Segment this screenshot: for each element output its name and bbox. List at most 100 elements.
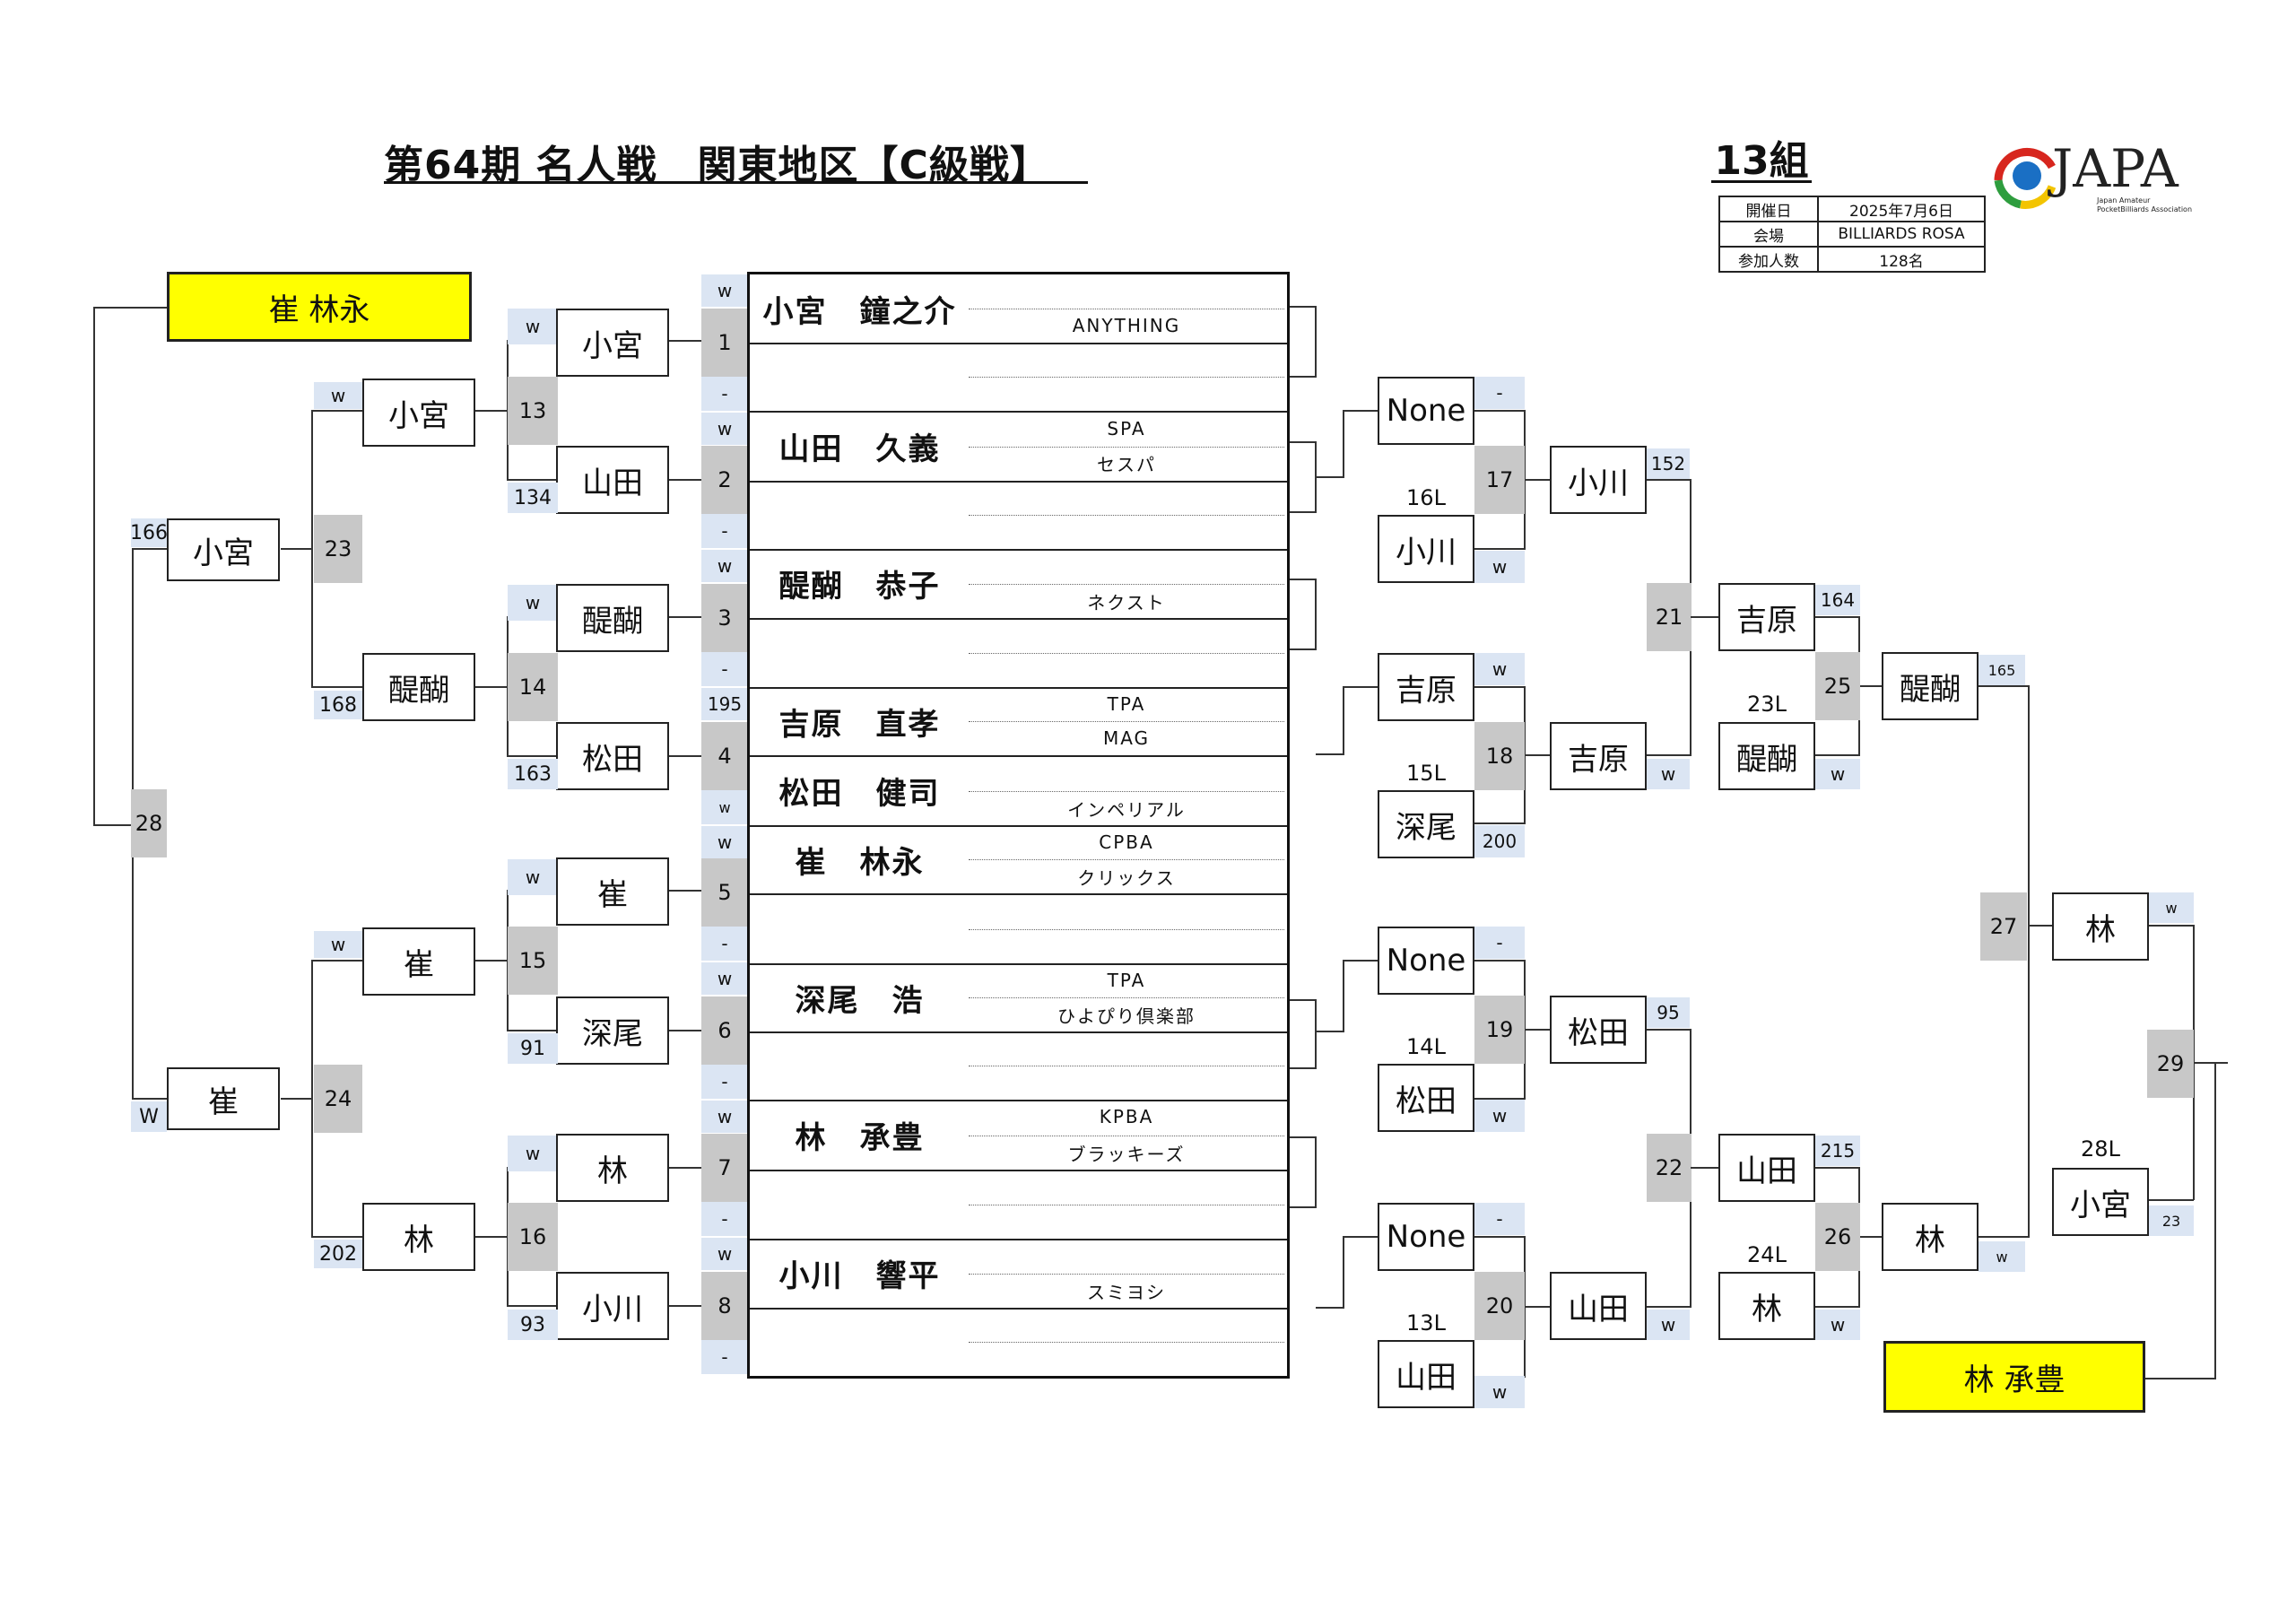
score-cell: W [131,1101,167,1132]
match-number: 28 [131,789,167,857]
seed-number: 6 [701,996,748,1065]
player-box: 崔 [167,1067,280,1130]
info-value: BILLIARDS ROSA [1817,221,1986,248]
player-box: 深尾 [1378,790,1474,858]
seed-score: w [701,962,748,995]
score-cell: 23 [2149,1205,2194,1236]
match-number: 19 [1474,996,1525,1064]
entry-name: 山田 久義 [778,431,941,467]
score-cell: w [1647,1310,1690,1340]
seed-score: w [701,413,748,445]
seed-score: - [701,1065,748,1099]
champion-left: 崔 林永 [167,272,472,342]
score-cell: - [1474,377,1525,409]
seed-score: w [701,274,748,307]
seed-score: - [701,1340,748,1374]
match-number: 27 [1980,892,2027,961]
score-cell: 134 [508,483,558,513]
loser-tag: 15L [1406,761,1446,786]
match-number: 17 [1474,446,1525,514]
seed-score: 195 [701,688,748,720]
seed-number: 8 [701,1272,748,1340]
match-number: 14 [508,653,558,721]
info-label: 参加人数 [1718,246,1819,273]
info-label: 会場 [1718,221,1819,248]
seed-score: - [701,377,748,411]
seed-number: 5 [701,858,748,927]
player-box: None [1378,927,1474,995]
seed-score: - [701,927,748,961]
match-number: 16 [508,1203,558,1271]
entry-club: TPA [1107,693,1146,715]
entry-club: クリックス [1077,866,1176,889]
seed-number: 7 [701,1134,748,1202]
score-cell: w [1474,653,1525,685]
player-box: 松田 [1378,1064,1474,1132]
player-box: 醍醐 [1718,722,1815,790]
entry-club: KPBA [1099,1106,1154,1127]
player-box: None [1378,377,1474,445]
entry-club: ひよぴり倶楽部 [1057,1005,1196,1027]
player-box: 林 [556,1134,669,1202]
logo-subtitle-2: PocketBilliards Association [2097,205,2192,213]
seed-number: 3 [701,584,748,652]
player-box: 醍醐 [362,653,475,721]
score-cell: - [1474,927,1525,959]
loser-tag: 24L [1747,1242,1787,1267]
seed-number: 1 [701,309,748,377]
match-number: 24 [314,1065,362,1133]
player-box: 松田 [1550,996,1647,1064]
info-value: 128名 [1817,246,1986,273]
score-cell: w [508,309,558,344]
score-cell: 93 [508,1310,558,1340]
player-box: 林 [362,1203,475,1271]
player-box: 林 [1882,1203,1979,1271]
player-box: 林 [2052,892,2149,961]
player-box: 山田 [556,446,669,514]
page-title: 第64期 名人戦 関東地区【C級戦】 [384,133,1088,188]
player-box: 小宮 [167,518,280,581]
score-cell: w [508,585,558,621]
score-cell: w [1474,551,1525,583]
info-label: 開催日 [1718,196,1819,222]
seed-score: w [701,1238,748,1270]
score-cell: 200 [1474,825,1525,857]
entry-name: 小川 響平 [778,1258,941,1294]
seed-score: w [701,1101,748,1133]
seed-score: - [701,514,748,548]
match-number: 13 [508,377,558,445]
player-box: 小宮 [2052,1168,2149,1236]
entry-name: 崔 林永 [795,844,925,881]
entry-club: インペリアル [1067,798,1186,821]
player-box: None [1378,1203,1474,1271]
score-cell: 166 [130,518,168,547]
score-cell: w [1647,759,1690,789]
entry-club: セスパ [1097,453,1156,475]
player-box: 深尾 [556,996,669,1065]
match-number: 25 [1815,652,1860,720]
seed-number: 2 [701,446,748,514]
japa-logo: JAPA Japan Amateur PocketBilliards Assoc… [1994,138,2192,213]
score-cell: w [508,1136,558,1171]
score-cell: 168 [314,691,362,719]
score-cell: - [1474,1203,1525,1235]
match-number: 21 [1647,583,1692,651]
entry-club: ブラッキーズ [1067,1143,1186,1165]
score-cell: w [1815,759,1860,789]
score-cell: 165 [1979,655,2025,685]
entry-club: CPBA [1099,831,1154,853]
player-box: 松田 [556,722,669,790]
player-box: 山田 [1550,1272,1647,1340]
entry-club: SPA [1107,418,1146,439]
entry-club: スミヨシ [1087,1281,1166,1303]
player-box: 醍醐 [1882,652,1979,720]
player-box: 小宮 [362,379,475,447]
player-box: 小宮 [556,309,669,377]
entry-list: 小宮 鐘之介 ANYTHING 山田 久義 SPA セスパ 醍醐 恭子 ネクスト… [747,272,1290,1379]
entry-club: ネクスト [1087,591,1166,614]
loser-tag: 13L [1406,1310,1446,1336]
